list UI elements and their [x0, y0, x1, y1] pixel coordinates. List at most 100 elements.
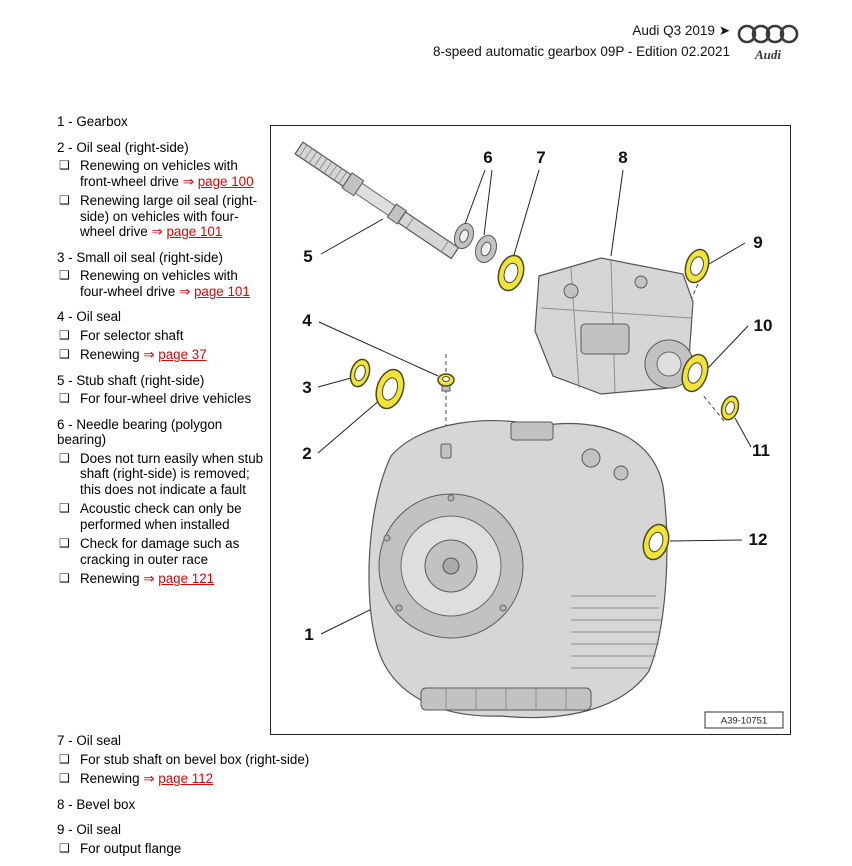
seal-ring-10 [681, 353, 709, 393]
part-item-7: 7 - Oil seal❑For stub shaft on bevel box… [57, 733, 402, 787]
note-body: For output flange [80, 841, 402, 857]
part-note: ❑ For selector shaft [57, 328, 265, 344]
seal-ring-12 [642, 523, 670, 561]
checkbox-bullet-icon: ❑ [59, 536, 70, 550]
diagram-callout-3: 3 [302, 378, 311, 397]
diagram-callout-10: 10 [754, 316, 773, 335]
part-title-5: 5 - Stub shaft (right-side) [57, 372, 205, 388]
diagram-callout-5: 5 [303, 247, 312, 266]
seal-ring-11 [720, 395, 740, 421]
checkbox-bullet-icon: ❑ [59, 327, 70, 342]
part-item-6: 6 - Needle bearing (polygon bearing)❑Doe… [57, 417, 265, 587]
note-body: For four-wheel drive ve­hicles [80, 391, 265, 407]
note-text: Renewing [80, 771, 140, 786]
page-ref-link[interactable]: page 101 [193, 283, 250, 299]
checkbox-bullet-icon: ❑ [59, 501, 70, 515]
note-body: Renewing ⇒ page 121 [80, 571, 265, 587]
part-note: ❑Renewing on vehicles with four-wheel dr… [57, 268, 265, 299]
note-text: Does not turn easily when stub shaft (ri… [80, 450, 264, 497]
note-body: Does not turn easily when stub shaft (ri… [80, 451, 265, 498]
stub-shaft [294, 141, 460, 260]
parts-list-bottom: 7 - Oil seal❑For stub shaft on bevel box… [57, 733, 402, 866]
part-note: ❑ Acoustic check can on­ly be performed w… [57, 501, 265, 532]
diagram-callout-9: 9 [753, 233, 762, 252]
ref-arrow-icon: ⇒ [179, 283, 191, 299]
audi-rings-icon: Audi [737, 24, 799, 62]
part-note: ❑ Renewing ⇒ page 37 [57, 347, 265, 363]
diagram-callout-1: 1 [304, 625, 313, 644]
diagram-callout-7: 7 [536, 148, 545, 167]
part-item-3: 3 - Small oil seal (right-side)❑Renewing… [57, 250, 265, 300]
checkbox-bullet-icon: ❑ [59, 347, 70, 361]
note-text: Renewing on vehicles with front-wheel dr… [80, 158, 238, 189]
header-doc-title: 8-speed automatic gearbox 09P - Edition … [433, 44, 730, 59]
seal-ring-7 [497, 254, 525, 292]
ref-arrow-icon: ⇒ [143, 771, 155, 786]
part-note: ❑For four-wheel drive ve­hicles [57, 391, 265, 407]
part-note: ❑For stub shaft on bevel box (right-side… [57, 752, 402, 768]
checkbox-bullet-icon: ❑ [59, 158, 70, 172]
part-note: ❑ Renewing ⇒ page 112 [57, 771, 402, 787]
part-title-2: 2 - Oil seal (right-side) [57, 139, 189, 155]
part-item-5: 5 - Stub shaft (right-side) ❑For four-whe… [57, 373, 265, 407]
note-text: Renewing [80, 347, 140, 362]
needle-bearing-large [474, 234, 498, 264]
note-text: Check for damage such as cracking in out… [80, 536, 240, 567]
note-body: Renewing large oil seal (right-side) on … [80, 193, 265, 240]
diagram-callout-2: 2 [302, 444, 311, 463]
checkbox-bullet-icon: ❑ [59, 571, 70, 585]
ref-arrow-icon: ⇒ [143, 571, 155, 586]
note-text: Renewing large oil seal (right-side) on … [80, 193, 258, 239]
diagram-callout-12: 12 [749, 530, 768, 549]
part-item-9: 9 - Oil seal❑For output flange [57, 822, 402, 856]
note-text: For selector shaft [80, 327, 184, 343]
part-note: ❑ Renewing on vehicles with front-wheel d… [57, 158, 265, 189]
header-model-line: Audi Q3 2019 ➤ [632, 23, 730, 38]
ref-arrow-icon: ⇒ [151, 224, 163, 239]
part-item-4: 4 - Oil seal ❑ For selector shaft ❑ Renewing… [57, 309, 265, 363]
callout-leader-lines [317, 169, 752, 635]
note-text: Renewing on vehicles with four-wheel dri… [80, 268, 238, 299]
checkbox-bullet-icon: ❑ [59, 450, 70, 465]
note-body: Check for damage such as cracking in out… [80, 536, 265, 567]
page-ref-link[interactable]: page 101 [166, 224, 223, 239]
part-item-2: 2 - Oil seal (right-side) ❑ Renewing on ve… [57, 140, 265, 240]
page-ref-link[interactable]: page 112 [158, 771, 214, 786]
note-text: Renewing [80, 571, 140, 586]
gearbox-body [368, 419, 668, 719]
page-ref-link[interactable]: page 121 [158, 571, 215, 586]
page-ref-link[interactable]: page 100 [197, 173, 254, 189]
part-title-4: 4 - Oil seal [57, 309, 121, 324]
note-text: For four-wheel drive ve­hicles [80, 391, 252, 406]
note-body: Renewing on vehicles with four-wheel dri… [80, 268, 265, 299]
checkbox-bullet-icon: ❑ [59, 193, 70, 207]
figure-code-box: A39-10751 [704, 711, 784, 729]
diagram-callout-4: 4 [302, 311, 312, 330]
diagram-callout-8: 8 [618, 148, 627, 167]
note-body: Acoustic check can on­ly be performed wh… [80, 501, 265, 532]
part-title-1: 1 - Gearbox [57, 114, 128, 129]
note-body: Renewing ⇒ page 37 [80, 347, 265, 363]
seal-ring-3 [349, 358, 371, 388]
note-body: For selector shaft [80, 328, 265, 344]
seal-ring-2 [375, 368, 405, 410]
note-body: Renewing on vehicles with front-wheel dr… [80, 158, 265, 189]
checkbox-bullet-icon: ❑ [59, 771, 70, 785]
part-item-8: 8 - Bevel box [57, 797, 402, 813]
figure-code: A39-10751 [721, 716, 767, 727]
diagram-callout-11: 11 [752, 441, 770, 460]
page-ref-link[interactable]: page 37 [158, 347, 207, 362]
needle-bearing-small [453, 222, 475, 250]
audi-logo: Audi [736, 22, 802, 69]
ref-arrow-icon: ⇒ [143, 347, 155, 362]
part-title-8: 8 - Bevel box [57, 796, 136, 812]
part-note: ❑ Renewing large oil seal (right-side) on… [57, 193, 265, 240]
diagram-callout-6: 6 [483, 148, 492, 167]
part-note: ❑ Renewing ⇒ page 121 [57, 571, 265, 587]
ref-arrow-icon: ⇒ [182, 173, 194, 189]
part-note: ❑For output flange [57, 841, 402, 857]
